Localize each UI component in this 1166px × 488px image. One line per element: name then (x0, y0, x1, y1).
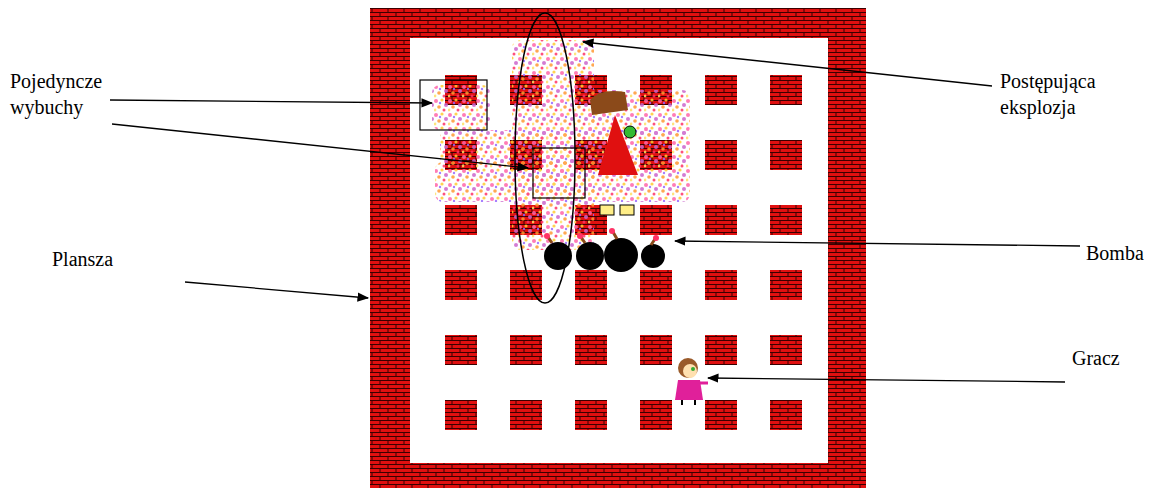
brick-blocks (445, 75, 802, 430)
leader-lines (110, 42, 1080, 382)
bombs (544, 228, 665, 272)
explosion (432, 40, 690, 250)
callout-label: Bomba (1086, 240, 1162, 266)
single-blast-box (420, 80, 487, 130)
callout-label: Gracz (1072, 345, 1162, 371)
board-floor (410, 38, 828, 463)
callout-label: Postępująca eksplozja (1000, 68, 1150, 120)
explosion-ellipse (515, 13, 575, 303)
player-sprite (675, 358, 708, 405)
single-blast-box (533, 148, 585, 198)
enemy-sprite (590, 91, 638, 215)
board-frame (370, 8, 866, 488)
callout-label: Pojedyncze wybuchy (10, 68, 140, 120)
callout-label: Plansza (52, 246, 162, 272)
